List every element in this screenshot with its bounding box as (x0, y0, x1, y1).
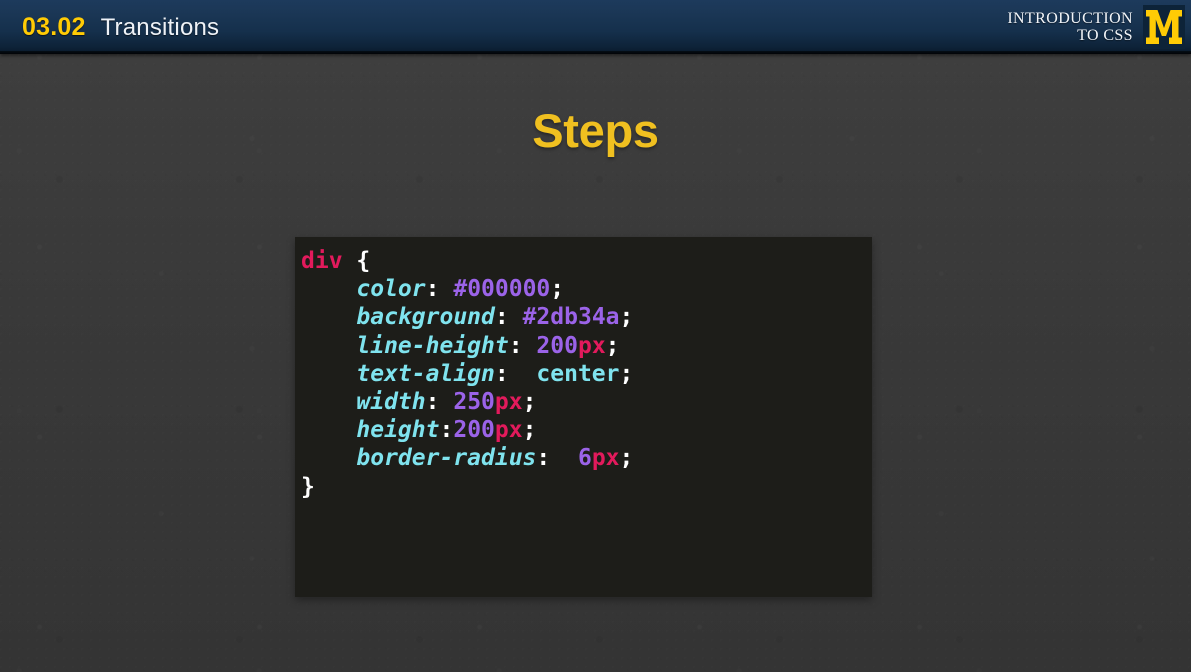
page-title: Steps (532, 104, 659, 157)
code-line: } (301, 474, 315, 500)
michigan-m-logo-icon (1143, 5, 1185, 49)
code-token: line-height (356, 332, 509, 359)
code-token: background (356, 304, 495, 331)
code-token: : (425, 389, 454, 416)
code-token: : (536, 445, 578, 472)
code-token: height (356, 417, 440, 444)
code-line: background: #2db34a; (301, 304, 633, 330)
code-token: : (425, 276, 454, 303)
code-token: #2db34a (522, 304, 620, 331)
code-token: border-radius (356, 445, 537, 472)
code-token: 6 (577, 445, 592, 472)
slide-header: 03.02 Transitions INTRODUCTION TO CSS (0, 0, 1191, 54)
course-name-line1: INTRODUCTION (1007, 9, 1133, 27)
code-token (343, 248, 357, 274)
code-content: div { color: #000000; background: #2db34… (301, 247, 872, 501)
code-line: color: #000000; (301, 276, 564, 302)
code-token: ; (619, 360, 634, 387)
code-line: height:200px; (301, 417, 536, 443)
course-name: INTRODUCTION TO CSS (1007, 10, 1133, 45)
code-token: div (301, 248, 343, 274)
lesson-number: 03.02 (22, 12, 86, 41)
code-token (301, 361, 356, 387)
code-line: width: 250px; (301, 389, 536, 415)
code-token: #000000 (453, 276, 551, 303)
code-token (301, 417, 356, 443)
code-token: : (439, 417, 454, 444)
code-token: : (508, 332, 537, 359)
code-token: ; (619, 304, 634, 331)
code-token: ; (605, 332, 620, 359)
code-token: ; (522, 389, 537, 416)
code-token: px (577, 332, 606, 359)
code-line: text-align: center; (301, 361, 633, 387)
code-token: : (494, 304, 523, 331)
code-token: px (591, 445, 620, 472)
code-token: 250 (453, 389, 495, 416)
code-token: } (301, 473, 315, 500)
code-token (301, 445, 356, 471)
code-token: : (494, 360, 537, 387)
header-left-group: 03.02 Transitions (22, 13, 219, 42)
code-token (301, 304, 356, 330)
code-line: border-radius: 6px; (301, 445, 633, 471)
lesson-title: Transitions (100, 13, 220, 41)
course-name-line2: TO CSS (1077, 27, 1133, 44)
code-token: px (494, 389, 523, 416)
code-token: px (494, 417, 523, 444)
code-token (301, 389, 356, 415)
code-token: ; (550, 276, 565, 303)
code-token: width (356, 389, 426, 416)
code-token: text-align (356, 360, 495, 387)
header-right-group: INTRODUCTION TO CSS (1007, 5, 1191, 49)
code-token: center (536, 360, 620, 387)
code-token: color (356, 276, 426, 303)
code-token: 200 (536, 332, 578, 359)
code-line: div { (301, 248, 370, 274)
code-token (301, 333, 356, 359)
code-token (301, 276, 356, 302)
code-token: 200 (453, 417, 495, 444)
code-line: line-height: 200px; (301, 332, 620, 359)
code-token: { (356, 248, 371, 274)
code-token: ; (619, 445, 634, 472)
code-token: ; (522, 417, 537, 444)
code-block: div { color: #000000; background: #2db34… (295, 237, 872, 597)
